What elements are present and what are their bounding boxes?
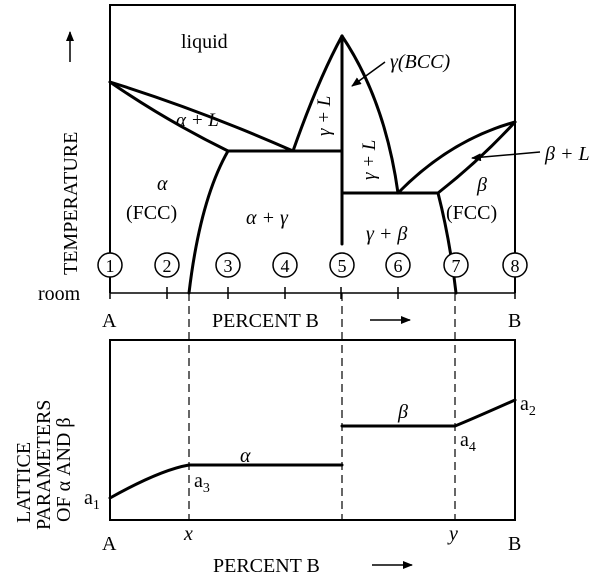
composition-marker-8: 8	[502, 252, 528, 278]
gamma-bcc-pointer	[351, 61, 386, 87]
beta-liquidus-line	[396, 120, 517, 195]
alpha-phase-label: α	[157, 173, 168, 195]
svg-text:3: 3	[224, 256, 233, 276]
lattice-y-label-line2: PARAMETERS	[33, 400, 55, 530]
composition-marker-6: 6	[385, 252, 411, 278]
beta-phase-label: β	[476, 174, 487, 196]
alpha-solidus-line	[108, 80, 230, 153]
room-temperature-label: room	[38, 283, 81, 305]
gamma-plus-beta-label: γ + β	[366, 223, 407, 245]
svg-text:1: 1	[106, 256, 115, 276]
alpha-lattice-curve	[108, 463, 344, 500]
a4-label: a4	[460, 429, 476, 455]
liquid-label: liquid	[181, 31, 228, 53]
composition-marker-2: 2	[154, 252, 180, 278]
bottom-right-end-label: B	[508, 533, 521, 555]
beta-curve-label: β	[397, 401, 408, 423]
bottom-left-end-label: A	[102, 533, 117, 555]
svg-text:2: 2	[163, 256, 172, 276]
temperature-axis-label: TEMPERATURE	[60, 132, 82, 275]
x-composition-label: x	[183, 523, 193, 545]
composition-marker-3: 3	[215, 252, 241, 278]
beta-fcc-label: (FCC)	[446, 202, 497, 224]
room-axis-ticks	[109, 287, 516, 299]
beta-l-pointer	[471, 151, 541, 162]
a1-label: a1	[84, 487, 100, 513]
phase-boundaries	[108, 34, 517, 295]
svg-text:4: 4	[281, 256, 290, 276]
svg-text:7: 7	[452, 256, 461, 276]
beta-plus-liquid-label: β + L	[544, 143, 590, 165]
beta-lattice-curve	[340, 398, 517, 428]
composition-marker-5: 5	[329, 252, 355, 278]
lattice-y-label-line3: OF α AND β	[53, 417, 75, 522]
gamma-plus-liquid-right-label: γ + L	[359, 140, 380, 180]
gamma-liquidus-left	[291, 34, 344, 153]
lattice-y-label-line1: LATTICE	[13, 442, 35, 523]
alpha-liquidus-line	[108, 80, 295, 153]
svg-text:8: 8	[511, 256, 520, 276]
composition-markers: 1 2 3 4 5 6 7 8	[97, 252, 528, 278]
alpha-plus-liquid-label: α + L	[176, 110, 219, 131]
gamma-bcc-label: γ(BCC)	[390, 51, 450, 73]
top-right-end-label: B	[508, 310, 521, 332]
composition-marker-1: 1	[97, 252, 123, 278]
svg-text:6: 6	[394, 256, 403, 276]
gamma-liquidus-right	[340, 34, 400, 195]
top-percent-b-label: PERCENT B	[212, 310, 319, 332]
a3-label: a3	[194, 470, 210, 496]
bottom-percent-b-label: PERCENT B	[213, 555, 320, 577]
gamma-plus-liquid-left-label: γ + L	[314, 96, 335, 136]
alpha-fcc-label: (FCC)	[126, 202, 177, 224]
phase-diagram-frame	[109, 4, 516, 293]
alpha-solvus-line	[187, 149, 230, 295]
alpha-plus-gamma-label: α + γ	[246, 207, 289, 229]
a2-label: a2	[520, 393, 536, 419]
top-left-end-label: A	[102, 310, 117, 332]
lattice-plot-frame	[109, 339, 516, 521]
alpha-curve-label: α	[240, 445, 251, 467]
y-composition-label: y	[447, 523, 458, 545]
composition-marker-4: 4	[272, 252, 298, 278]
beta-solvus-line	[436, 191, 458, 295]
svg-text:5: 5	[338, 256, 347, 276]
composition-marker-7: 7	[443, 252, 469, 278]
